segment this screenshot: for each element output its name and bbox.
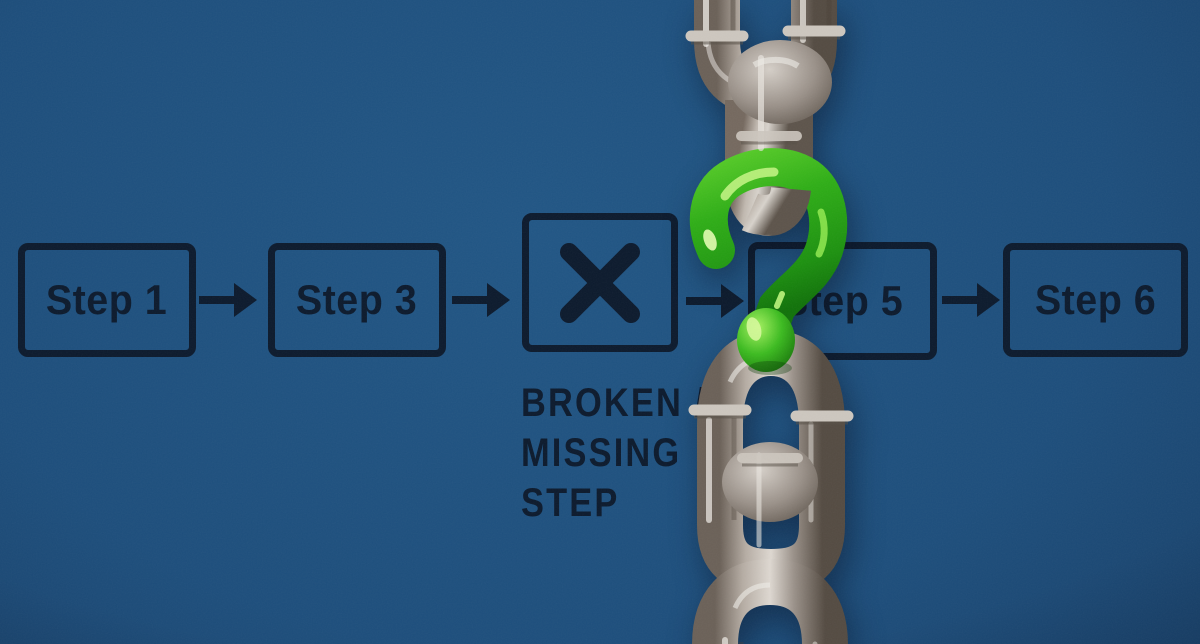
flow-box-step-6: Step 6 [1003, 243, 1188, 357]
flow-box-step-1: Step 1 [18, 243, 196, 357]
arrow-icon [942, 283, 1000, 317]
flow-box-label: Step 1 [46, 276, 168, 323]
flow-box-label: Step 6 [1034, 276, 1157, 323]
chain-graphic [685, 0, 854, 644]
arrow-icon [452, 283, 510, 317]
chain-link-lower [688, 329, 854, 596]
chain-knot [728, 40, 832, 124]
arrow-icon [199, 283, 257, 317]
chain-link-bottom [692, 558, 848, 644]
flow-box-label: Step 3 [296, 276, 418, 323]
flow-box-step-3: Step 3 [268, 243, 446, 357]
